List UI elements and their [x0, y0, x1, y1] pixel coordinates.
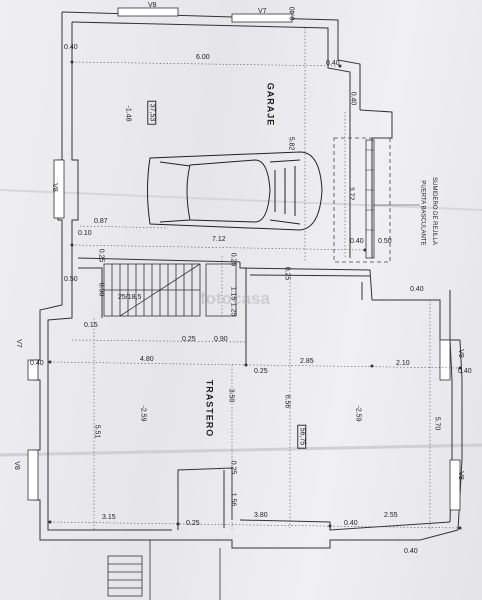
dimension-label: 1.56	[229, 492, 237, 507]
dimension-label: 2.10	[396, 360, 410, 367]
dimension-label: 0.90	[97, 282, 105, 297]
window-label: V8	[456, 471, 464, 480]
dimension-label: 3.80	[254, 512, 268, 519]
dimension-label: 0.40	[410, 286, 424, 293]
paper-fold-2	[0, 189, 482, 211]
dimension-label: 6.00	[196, 54, 210, 61]
dimension-label: 0.10	[78, 230, 92, 237]
rejilla	[365, 139, 375, 259]
dimension-label: 7.12	[212, 236, 226, 243]
dimension-label: 1.25	[229, 302, 237, 317]
dimension-label: 5.51	[93, 424, 101, 439]
dimension-label: 2.55	[384, 512, 398, 519]
dimension-label: 0.40	[344, 520, 358, 527]
middle-walls	[77, 257, 460, 365]
dimension-label: 4.80	[140, 356, 154, 363]
watermark: fotocasa	[200, 289, 270, 308]
stair-landing	[205, 263, 237, 317]
dimension-label: 0.40	[350, 238, 364, 245]
door-note: PUERTA BASCULANTE	[419, 180, 426, 246]
garage-area: 37,53	[147, 100, 157, 125]
dimension-label: 0.90	[214, 336, 228, 343]
window-label: V7	[14, 339, 22, 348]
garage-walls	[57, 11, 393, 305]
grate-note: SUMIDERO DE REJILLA	[430, 177, 437, 245]
dimension-ticks	[48, 60, 462, 530]
stairs-note: 25/18,5	[118, 294, 142, 301]
storage-room-name: TRASTERO	[204, 379, 215, 438]
dimension-label: 0.25	[182, 336, 196, 343]
dimension-label: 0.87	[94, 218, 108, 225]
garage-level: -1.48	[124, 105, 132, 122]
window-label: V8	[12, 461, 20, 470]
storage-level-left: -2.59	[139, 405, 147, 422]
dimension-label: 0.25	[186, 520, 200, 527]
dimension-label: 0.40	[289, 6, 297, 21]
window-label: V7	[258, 8, 267, 15]
dimension-label: 0.40	[30, 360, 44, 367]
dimension-label: 3.72	[347, 186, 355, 201]
dimension-label: 1.15	[229, 286, 237, 301]
storage-level-right: -2.59	[354, 405, 362, 422]
dimension-label: 5.70	[433, 416, 441, 431]
dimension-label: 0.40	[349, 91, 357, 106]
dimension-label: 0.15	[84, 322, 98, 329]
storage-area: 56,75	[297, 424, 307, 449]
window-label: V8	[50, 183, 58, 192]
window-marks	[27, 7, 461, 511]
staircase	[103, 263, 201, 317]
window-label: V8	[148, 2, 157, 9]
dimension-label: 0.25	[283, 266, 291, 281]
garage-room-name: GARAJE	[265, 82, 276, 127]
dimension-label: 0.50	[64, 276, 78, 283]
dimension-label: 0.25	[97, 248, 105, 263]
dimension-label: 3.50	[227, 388, 235, 403]
bottom-stair	[107, 540, 221, 600]
dimension-label: 0.40	[404, 548, 418, 555]
dimension-label: 2.85	[300, 358, 314, 365]
dimension-lines	[49, 28, 461, 530]
car-outline	[147, 151, 323, 231]
paper-fold	[0, 443, 482, 457]
dimension-label: 0.25	[254, 368, 268, 375]
dimension-label: 5.82	[287, 136, 295, 151]
window-label: V8	[456, 349, 464, 358]
dimension-label: 0.50	[378, 238, 392, 245]
dimension-label: 0.40	[64, 44, 78, 51]
dimension-label: 0.40	[458, 368, 472, 375]
dimension-label: 6.56	[283, 394, 291, 409]
garage-door-area	[333, 137, 391, 263]
storage-walls	[33, 290, 463, 549]
dimension-label: 0.25	[229, 252, 237, 267]
dimension-label: 3.15	[102, 514, 116, 521]
dimension-label: 0.25	[229, 460, 237, 475]
dimension-label: 0.40	[326, 60, 340, 67]
